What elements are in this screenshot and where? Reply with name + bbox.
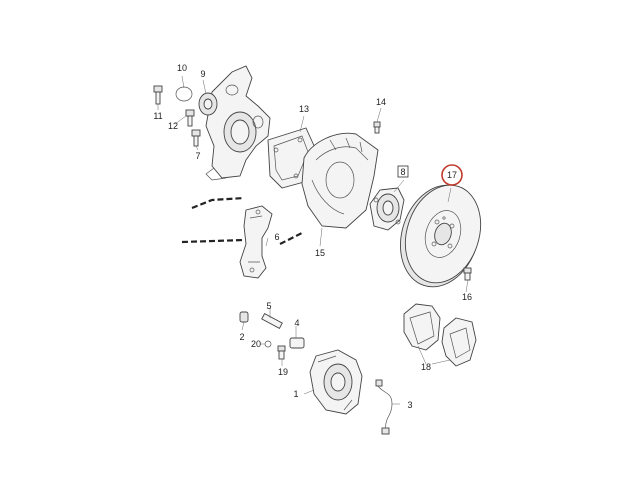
callout-13: 13: [299, 104, 309, 114]
callout-17[interactable]: 17: [447, 170, 457, 180]
callout-box-8: [397, 165, 409, 178]
bolt-14[interactable]: [373, 121, 381, 134]
callout-labels: 1 2 3 4 5 6 7 8 9 10 11 12 13 14 15 16 1…: [153, 63, 472, 410]
bolt-7[interactable]: [191, 129, 201, 147]
bolt-11[interactable]: [153, 85, 163, 105]
callout-18: 18: [421, 362, 431, 372]
washer-20[interactable]: [264, 340, 272, 348]
wear-sensor-3[interactable]: [375, 379, 393, 435]
brake-caliper-1[interactable]: [309, 349, 363, 415]
callout-20: 20: [251, 339, 261, 349]
disc-screw-16[interactable]: [463, 267, 472, 281]
callout-10: 10: [177, 63, 187, 73]
brake-pad-inner-18[interactable]: [403, 303, 441, 351]
callout-6: 6: [274, 232, 279, 242]
caliper-bracket-6[interactable]: [239, 205, 273, 279]
bolt-19[interactable]: [277, 345, 286, 360]
callout-14: 14: [376, 97, 386, 107]
guide-pin-5[interactable]: [261, 313, 283, 329]
bearing-ring-9[interactable]: [198, 92, 218, 116]
highlight-circle-17: [441, 164, 463, 186]
callout-16: 16: [462, 292, 472, 302]
callout-1: 1: [293, 389, 298, 399]
callout-19: 19: [278, 367, 288, 377]
callout-8: 8: [400, 167, 405, 177]
dashed-guide-right: [279, 231, 305, 245]
guide-bushing-4[interactable]: [289, 337, 305, 349]
brake-disc-17[interactable]: [388, 175, 493, 297]
dashed-guide-upper: [191, 196, 245, 210]
callout-2: 2: [239, 332, 244, 342]
wheel-hub-8[interactable]: [369, 187, 405, 231]
callout-15: 15: [315, 248, 325, 258]
callout-12: 12: [168, 121, 178, 131]
dust-cap-2[interactable]: [239, 311, 249, 323]
callout-7: 7: [195, 151, 200, 161]
callout-3: 3: [407, 400, 412, 410]
dashed-guide-middle: [181, 238, 245, 244]
splash-shield-15[interactable]: [301, 132, 379, 229]
brake-pad-outer-18[interactable]: [441, 317, 477, 367]
bolt-12[interactable]: [185, 109, 195, 127]
callout-4: 4: [294, 318, 299, 328]
callout-11: 11: [153, 111, 162, 121]
callout-9: 9: [200, 69, 205, 79]
snap-ring-10[interactable]: [175, 86, 193, 102]
steering-knuckle[interactable]: [205, 65, 271, 181]
callout-5: 5: [266, 301, 271, 311]
leader-lines: [157, 75, 469, 405]
